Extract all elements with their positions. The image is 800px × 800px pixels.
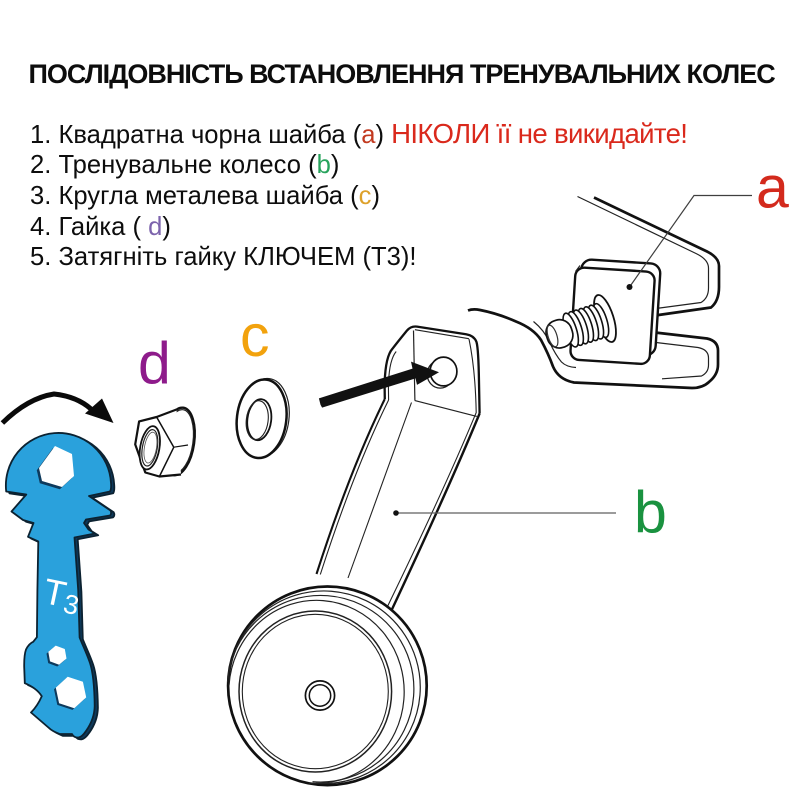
svg-text:d: d xyxy=(138,331,171,397)
svg-text:c: c xyxy=(240,303,270,369)
svg-text:b: b xyxy=(634,480,667,546)
svg-text:a: a xyxy=(756,155,789,221)
svg-text:T3: T3 xyxy=(39,570,84,621)
